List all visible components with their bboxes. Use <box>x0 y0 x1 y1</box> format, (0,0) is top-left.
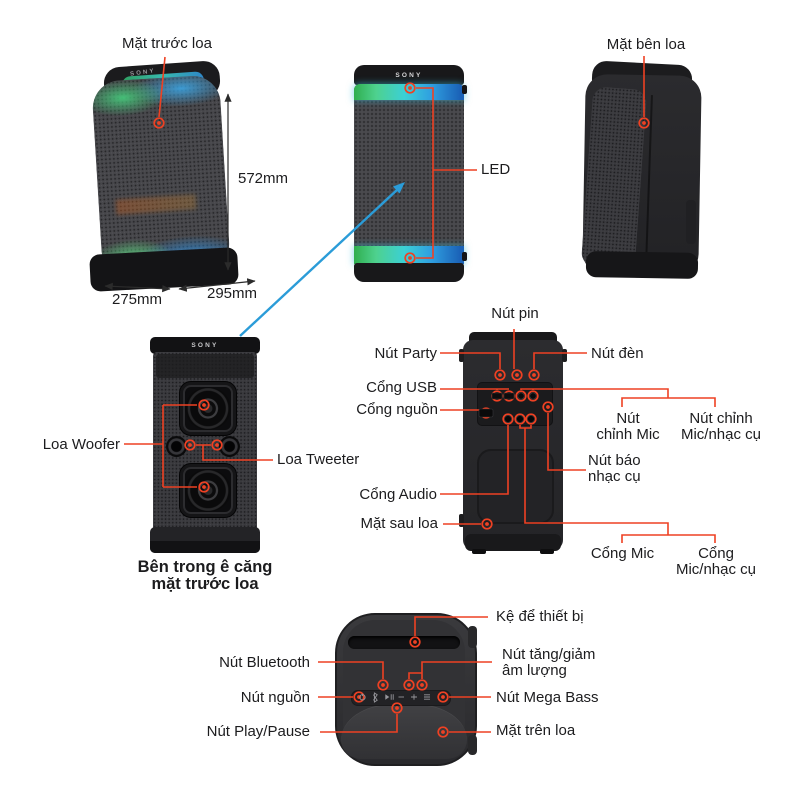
bottom-base-dark <box>150 541 260 553</box>
rear-foot <box>472 549 486 554</box>
label-top-face: Mặt trên loa <box>496 722 576 739</box>
label-audio-port: Cổng Audio <box>359 486 437 503</box>
label-light-button: Nút đèn <box>591 345 644 362</box>
label-mic-level: Nút chỉnh Mic <box>593 411 663 443</box>
woofer-top <box>179 381 237 436</box>
tweeter-left <box>166 436 187 457</box>
rear-tab <box>562 349 567 362</box>
radiator-door <box>477 449 554 524</box>
label-line: Mic/nhạc cụ <box>680 426 762 443</box>
side-nub <box>468 735 477 755</box>
woofer-cone <box>185 468 231 513</box>
connector-panel <box>477 382 553 426</box>
label-mega-bass-button: Nút Mega Bass <box>496 689 599 706</box>
label-woofer: Loa Woofer <box>42 436 120 453</box>
inside-view-caption: Bên trong ê căng mặt trước loa <box>118 559 292 593</box>
caption-line1: Bên trong ê căng <box>137 558 273 576</box>
label-play-pause-button: Nút Play/Pause <box>206 723 310 740</box>
side-latch <box>686 200 696 244</box>
tweeter-right <box>219 436 240 457</box>
label-bluetooth-button: Nút Bluetooth <box>219 654 310 671</box>
rear-tab <box>459 349 464 362</box>
top-bar <box>354 65 464 85</box>
rear-tab <box>459 514 464 527</box>
label-rear-face: Mặt sau loa <box>360 515 438 532</box>
label-volume-buttons: Nút tăng/giảm âm lượng <box>502 647 595 679</box>
woofer-bottom <box>179 463 237 518</box>
led-strip-bottom <box>354 246 464 264</box>
label-line: Cổng <box>698 545 734 562</box>
woofer-cone <box>185 386 231 431</box>
side-nub <box>468 626 477 648</box>
label-party-button: Nút Party <box>374 345 437 362</box>
label-dim-height: 572mm <box>238 170 289 187</box>
label-guitar-indicator: Nút báo nhạc cụ <box>588 453 641 485</box>
bottom-bar <box>354 263 464 282</box>
top-bar <box>150 337 260 354</box>
label-line: chỉnh Mic <box>596 426 660 443</box>
rear-foot <box>540 549 554 554</box>
front-grille <box>354 84 464 266</box>
label-line: nhạc cụ <box>588 468 641 485</box>
label-dim-depth: 295mm <box>206 285 258 302</box>
label-mic-guitar-level: Nút chỉnh Mic/nhạc cụ <box>671 411 771 443</box>
brand-logo: SONY <box>191 342 219 349</box>
device-shelf-slot <box>348 636 460 649</box>
label-device-shelf: Kệ để thiết bị <box>496 608 584 625</box>
baffle-top-strip <box>156 354 254 378</box>
label-line: Mic/nhạc cụ <box>675 561 757 578</box>
brand-logo: SONY <box>395 72 423 79</box>
led-glow-overlay <box>91 74 231 278</box>
label-line: Nút <box>616 410 640 427</box>
label-front-face: Mặt trước loa <box>122 35 212 52</box>
caption-line2: mặt trước loa <box>151 575 259 593</box>
label-battery-button: Nút pin <box>491 305 539 322</box>
side-tab <box>462 85 467 94</box>
label-mic-guitar-jack: Cổng Mic/nhạc cụ <box>666 546 766 578</box>
label-usb-port: Cổng USB <box>366 379 437 396</box>
led-strip-top <box>354 84 464 100</box>
label-power-button: Nút nguồn <box>240 689 310 706</box>
label-mic-jack: Cổng Mic <box>590 545 655 562</box>
label-side-face: Mặt bên loa <box>606 36 686 53</box>
label-tweeter: Loa Tweeter <box>277 451 360 468</box>
side-tab <box>462 252 467 261</box>
front-bumper-curve <box>341 704 467 759</box>
label-line: Nút báo <box>588 452 641 469</box>
control-strip <box>351 690 451 706</box>
label-line: Nút chỉnh <box>689 410 753 427</box>
side-base <box>585 251 699 279</box>
label-dim-width: 275mm <box>111 291 163 308</box>
label-line: Nút tăng/giảm <box>502 646 596 663</box>
label-power-port: Cổng nguồn <box>356 401 438 418</box>
label-line: âm lượng <box>502 662 567 679</box>
label-led: LED <box>481 161 511 178</box>
